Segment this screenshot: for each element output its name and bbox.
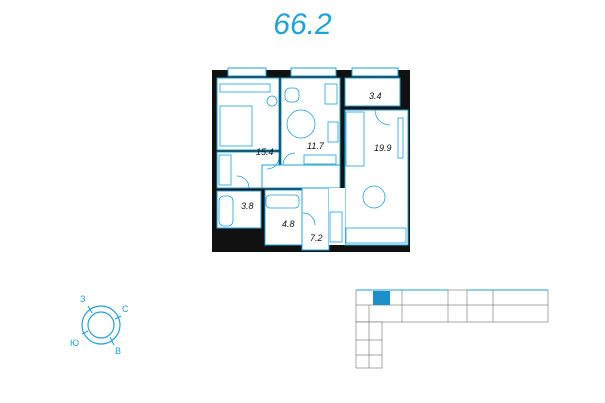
wardrobe (329, 211, 343, 243)
compass-south: Ю (70, 338, 79, 348)
windows (227, 67, 399, 77)
cabinet (324, 83, 338, 105)
shelf (303, 154, 337, 165)
room-area-label: 7.2 (310, 233, 323, 243)
room-area-label: 3.8 (241, 201, 254, 211)
bedroom (216, 77, 280, 151)
highlighted-apartment (373, 291, 390, 305)
hall (301, 187, 330, 251)
room-area-label: 3.4 (369, 91, 382, 101)
sofa (345, 111, 365, 167)
room-area-label: 4.8 (282, 219, 295, 229)
armchair (284, 87, 300, 103)
desk (219, 83, 271, 93)
living-kitchen (344, 109, 409, 246)
round-rug (286, 109, 316, 139)
compass-east: В (115, 346, 121, 356)
room-area-label: 11.7 (307, 141, 325, 151)
bed (219, 105, 253, 147)
wardrobe-2 (218, 154, 232, 186)
tv (397, 117, 404, 159)
room-area-label: 15.4 (256, 147, 274, 157)
corridor (261, 164, 341, 189)
chair (327, 121, 339, 143)
dining-table (362, 185, 386, 209)
plant (266, 95, 278, 107)
apartment-area-title: 66.2 (273, 8, 332, 41)
bathroom-1 (216, 190, 262, 229)
bathtub-2 (265, 194, 300, 209)
doors (236, 109, 391, 226)
balcony (344, 77, 401, 107)
compass-west: З (80, 294, 85, 304)
bathroom-2 (264, 189, 303, 246)
kitchen-counter (345, 227, 407, 244)
room-area-label: 19.9 (374, 143, 392, 153)
room (280, 77, 341, 166)
building-key-plan (355, 289, 549, 369)
furniture (218, 83, 407, 244)
compass: З С В Ю (70, 294, 129, 356)
compass-north: С (122, 304, 129, 314)
bathtub-1 (218, 195, 234, 227)
